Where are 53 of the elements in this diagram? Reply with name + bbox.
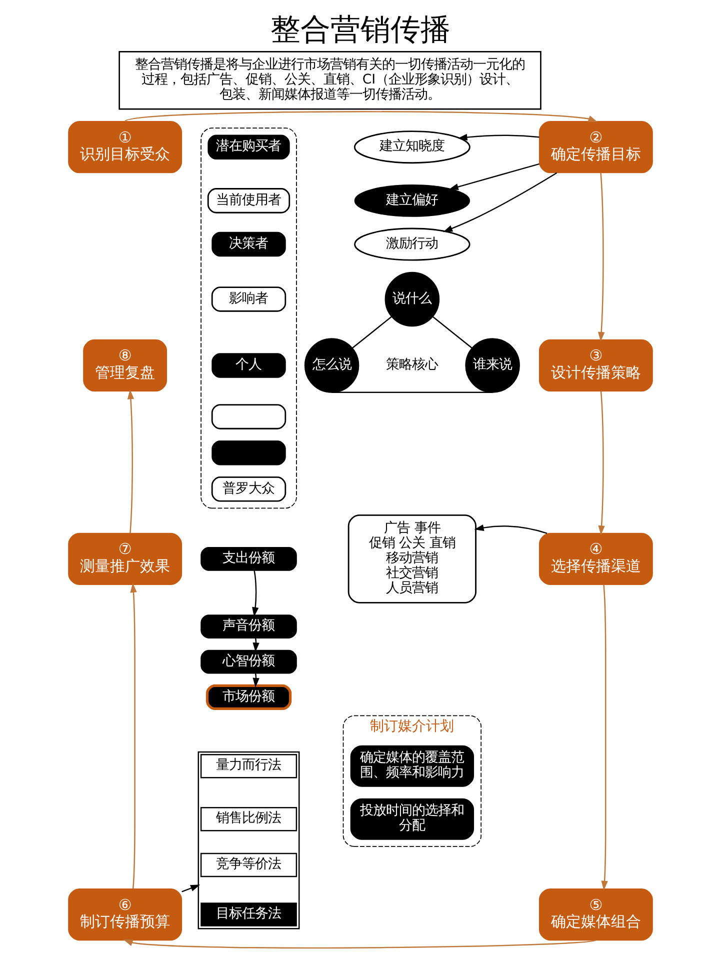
arrow [597, 172, 604, 342]
arrow [130, 582, 136, 889]
node-box: 广告 事件 促销 公关 直销 移动营销 社交营销 人员营销 [347, 514, 476, 604]
node-box: ⑥ 制订传播预算 [68, 888, 182, 941]
node-circle: 说什么 [384, 272, 440, 327]
node-box: 决策者 [211, 232, 286, 257]
node-box: 整合营销传播是将与企业进行市场营销有关的一切传播活动一元化的过程，包括广告、促销、公关、直销、CI（企业形象识别）设计、包装、新闻媒体报道等一切传播活动。 [118, 51, 541, 110]
arrow [126, 390, 134, 534]
arrow [181, 884, 200, 892]
arrow [448, 163, 539, 190]
node-box: 量力而行法 [200, 754, 297, 778]
node-box: ① 识别目标受众 [68, 121, 182, 174]
node-box [210, 404, 286, 430]
node-box: ③ 设计传播策略 [538, 339, 652, 392]
node-circle: 怎么说 [304, 338, 359, 393]
arrow [598, 391, 604, 536]
diagram-title: 整合营销传播 [270, 12, 450, 48]
node-box [211, 440, 286, 466]
node-ellipse: 建立知晓度 [353, 130, 470, 164]
connector [352, 316, 392, 349]
node-box: 心智份额 [200, 650, 296, 674]
arrow [600, 584, 608, 890]
node-box: 目标任务法 [200, 902, 296, 926]
node-box: 投放时间的选择和分配 [350, 798, 474, 840]
arrow [124, 111, 598, 122]
cluster [197, 751, 300, 930]
arrow [122, 939, 596, 948]
node-ellipse: 激励行动 [354, 228, 470, 261]
node-box: ⑧ 管理复盘 [82, 339, 167, 392]
arrow [442, 172, 557, 232]
node-box: 市场份额 [205, 684, 292, 710]
node-box: 当前使用者 [206, 188, 290, 214]
node-box: 销售比例法 [200, 807, 297, 832]
node-text: 策略核心 [386, 358, 438, 373]
node-box: ④ 选择传播渠道 [538, 532, 652, 585]
node-box: ② 确定传播目标 [538, 121, 652, 174]
connector [331, 392, 492, 394]
node-box: ⑤ 确定媒体组合 [538, 888, 652, 941]
arrow [457, 134, 539, 141]
node-box: 潜在购买者 [207, 134, 290, 160]
arrow [252, 570, 258, 617]
arrow [474, 524, 547, 534]
node-box: ⑦ 测量推广效果 [68, 532, 182, 585]
node-box: 确定媒体的覆盖范围、频率和影响力 [350, 745, 474, 787]
node-box: 支出份额 [200, 547, 296, 571]
connector [432, 316, 472, 349]
node-box: 个人 [211, 353, 286, 378]
node-circle: 谁来说 [464, 338, 520, 393]
cluster [200, 128, 296, 509]
node-box: 普罗大众 [210, 476, 286, 502]
node-box: 声音份额 [200, 614, 296, 638]
node-box: 影响者 [210, 286, 286, 312]
node-box: 竞争等价法 [200, 852, 297, 878]
